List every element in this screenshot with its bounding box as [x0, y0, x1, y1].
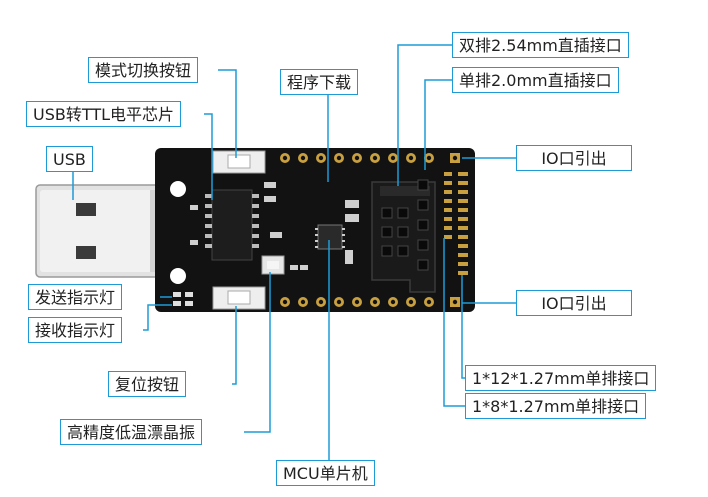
label-dual-row-254: 双排2.54mm直插接口	[452, 32, 629, 58]
reset-button-part	[212, 286, 266, 310]
bottom-pin-row	[280, 297, 460, 307]
label-mcu: MCU单片机	[276, 460, 375, 486]
label-usb-ttl-chip: USB转TTL电平芯片	[26, 101, 182, 127]
label-program-download: 程序下载	[280, 69, 359, 95]
mode-switch-button-part	[212, 150, 266, 174]
label-header-1x12: 1*12*1.27mm单排接口	[465, 365, 657, 391]
fine-pitch-headers	[444, 172, 468, 275]
label-io-out-top: IO口引出	[516, 145, 632, 171]
label-tx-led: 发送指示灯	[28, 284, 123, 310]
crystal-part	[261, 255, 285, 275]
label-header-1x8: 1*8*1.27mm单排接口	[465, 393, 647, 419]
label-crystal: 高精度低温漂晶振	[60, 419, 203, 445]
label-mode-switch-button: 模式切换按钮	[88, 57, 199, 83]
mcu-chip-part	[315, 224, 345, 250]
socket-header	[371, 179, 436, 293]
label-rx-led: 接收指示灯	[28, 317, 123, 343]
led-parts	[173, 292, 193, 306]
label-io-out-bottom: IO口引出	[516, 290, 632, 316]
smd-components	[190, 182, 359, 270]
top-pin-row	[280, 153, 460, 163]
usb-ttl-chip-part	[205, 189, 259, 261]
label-reset-button: 复位按钮	[108, 371, 187, 397]
leader-lines	[72, 44, 516, 460]
label-single-row-20: 单排2.0mm直插接口	[452, 67, 619, 93]
label-usb: USB	[46, 146, 93, 172]
